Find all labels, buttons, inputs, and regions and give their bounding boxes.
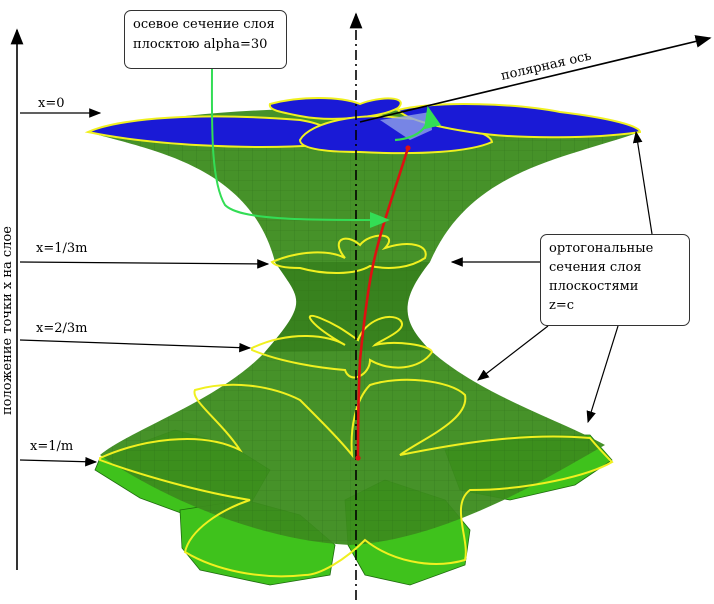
- contour-x-1-3m: [270, 234, 427, 275]
- orthogonal-sections-callout: ортогональные сечения слоя плоскостями z…: [540, 234, 690, 326]
- orthogonal-callout-line2: сечения слоя: [549, 260, 642, 275]
- polar-axis-label: полярная ось: [500, 49, 593, 84]
- axial-section-pointer: [210, 65, 390, 228]
- orthogonal-callout-line3: плоскостями: [549, 279, 639, 294]
- label-x-1-3m: x=1/3m: [36, 241, 87, 256]
- vertical-axis-label: положение точки x на слое: [0, 226, 15, 415]
- label-x-2-3m: x=2/3m: [36, 321, 87, 336]
- orthogonal-callout-line1: ортогональные: [549, 241, 654, 256]
- axial-section-curve: [356, 147, 410, 459]
- polar-axis: [359, 35, 712, 123]
- alpha-angle-arc: [394, 105, 442, 142]
- label-x-0: x=0: [38, 96, 65, 111]
- label-x-1m: x=1/m: [30, 439, 73, 454]
- orthogonal-callout-line4: z=c: [549, 298, 575, 313]
- axial-section-callout-line1: осевое сечение слоя: [133, 17, 275, 32]
- top-blue-cap: [84, 97, 642, 155]
- contour-x-1m: [99, 378, 614, 578]
- axial-section-callout: осевое сечение слоя плосктою alpha=30: [124, 10, 287, 69]
- contour-x-2-3m: [251, 314, 434, 379]
- axial-section-callout-line2: плосктою alpha=30: [133, 37, 268, 52]
